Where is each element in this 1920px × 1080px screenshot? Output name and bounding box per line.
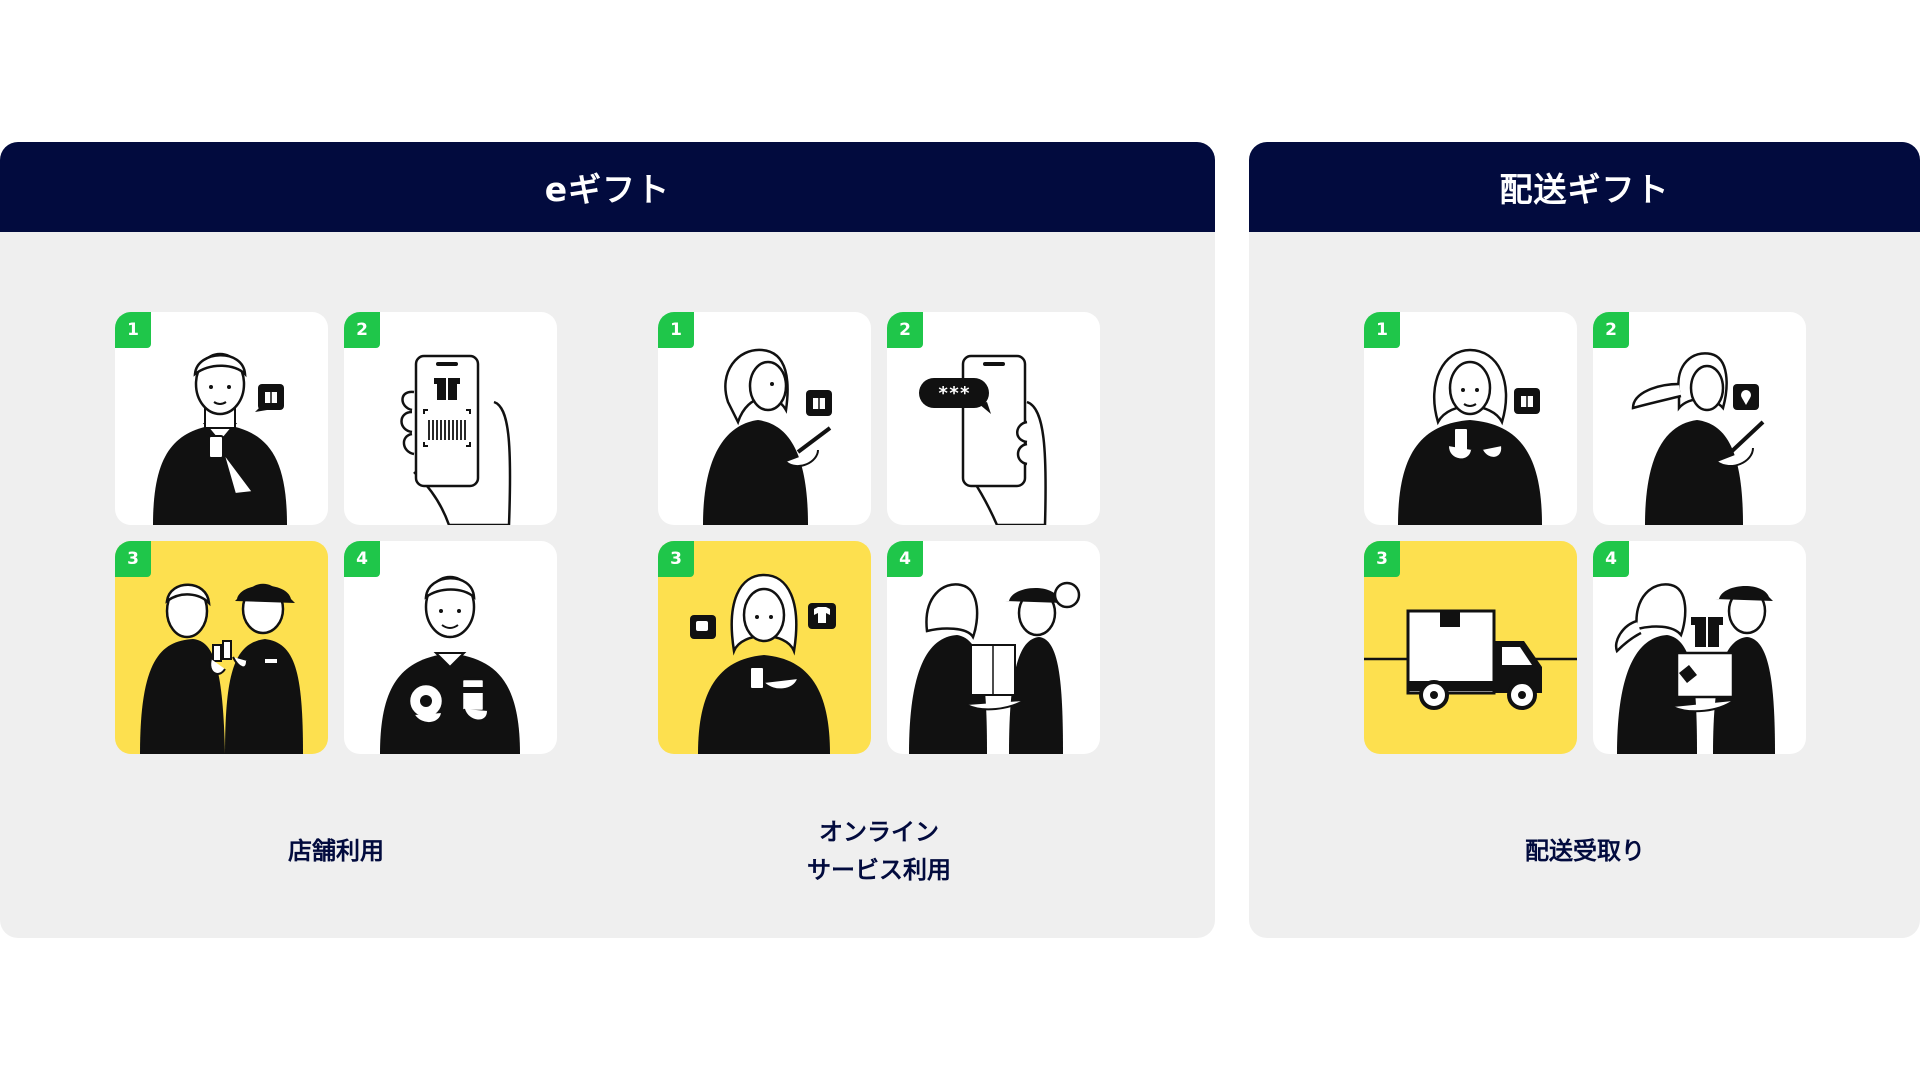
step-badge: 3 xyxy=(658,541,694,577)
delivery-step-4-card: 4 xyxy=(1593,541,1806,754)
store-step-2-card: 2 xyxy=(344,312,557,525)
caption-line: 配送受取り xyxy=(1525,837,1645,865)
step-badge: 2 xyxy=(344,312,380,348)
step-badge: 4 xyxy=(887,541,923,577)
step-badge: 1 xyxy=(658,312,694,348)
courier-handing-package-illustration xyxy=(1614,583,1775,754)
step-badge: 1 xyxy=(1364,312,1400,348)
online-step-2-card: 2 *** xyxy=(887,312,1100,525)
delivery-truck-illustration xyxy=(1364,609,1577,710)
delivery-step-2-card: 2 xyxy=(1593,312,1806,525)
online-step-3-card: 3 xyxy=(658,541,871,754)
online-step-4-card: 4 xyxy=(887,541,1100,754)
caption-line: サービス利用 xyxy=(807,856,951,884)
delivery-receive-caption: 配送受取り xyxy=(1364,813,1806,889)
step-badge: 4 xyxy=(344,541,380,577)
online-use-caption: オンライン サービス利用 xyxy=(658,813,1100,889)
egift-header: eギフト xyxy=(0,142,1215,232)
store-use-caption: 店舗利用 xyxy=(115,813,557,889)
man-with-donut-and-coffee-illustration xyxy=(380,575,520,754)
phone-sms-code-illustration: *** xyxy=(919,354,1047,525)
store-step-3-card: 3 xyxy=(115,541,328,754)
delivery-receive-group: 1 2 xyxy=(1364,312,1806,889)
woman-entering-address-illustration xyxy=(1631,352,1765,525)
caption-line: オンライン xyxy=(819,818,939,846)
step-badge: 1 xyxy=(115,312,151,348)
step-badge: 2 xyxy=(1593,312,1629,348)
delivery-gift-panel: 配送ギフト 1 2 xyxy=(1249,142,1920,938)
woman-looking-at-phone-illustration xyxy=(703,348,832,525)
store-step-1-card: 1 xyxy=(115,312,328,525)
customer-showing-phone-to-clerk-illustration xyxy=(140,583,303,754)
step-badge: 2 xyxy=(887,312,923,348)
woman-receiving-gift-from-staff-illustration xyxy=(909,581,1081,754)
man-holding-phone-illustration xyxy=(153,352,287,525)
sms-code-text: *** xyxy=(938,383,971,404)
delivery-gift-header: 配送ギフト xyxy=(1249,142,1920,232)
store-use-group: 1 2 xyxy=(115,312,557,889)
delivery-step-1-card: 1 xyxy=(1364,312,1577,525)
store-step-4-card: 4 xyxy=(344,541,557,754)
woman-using-online-service-illustration xyxy=(690,573,836,754)
phone-barcode-illustration xyxy=(400,354,512,525)
step-badge: 4 xyxy=(1593,541,1629,577)
woman-holding-phone-illustration xyxy=(1398,348,1542,525)
step-badge: 3 xyxy=(1364,541,1400,577)
step-badge: 3 xyxy=(115,541,151,577)
delivery-step-3-card: 3 xyxy=(1364,541,1577,754)
caption-line: 店舗利用 xyxy=(288,837,384,865)
online-step-1-card: 1 xyxy=(658,312,871,525)
egift-panel: eギフト 1 xyxy=(0,142,1215,938)
online-use-group: 1 2 xyxy=(658,312,1100,889)
